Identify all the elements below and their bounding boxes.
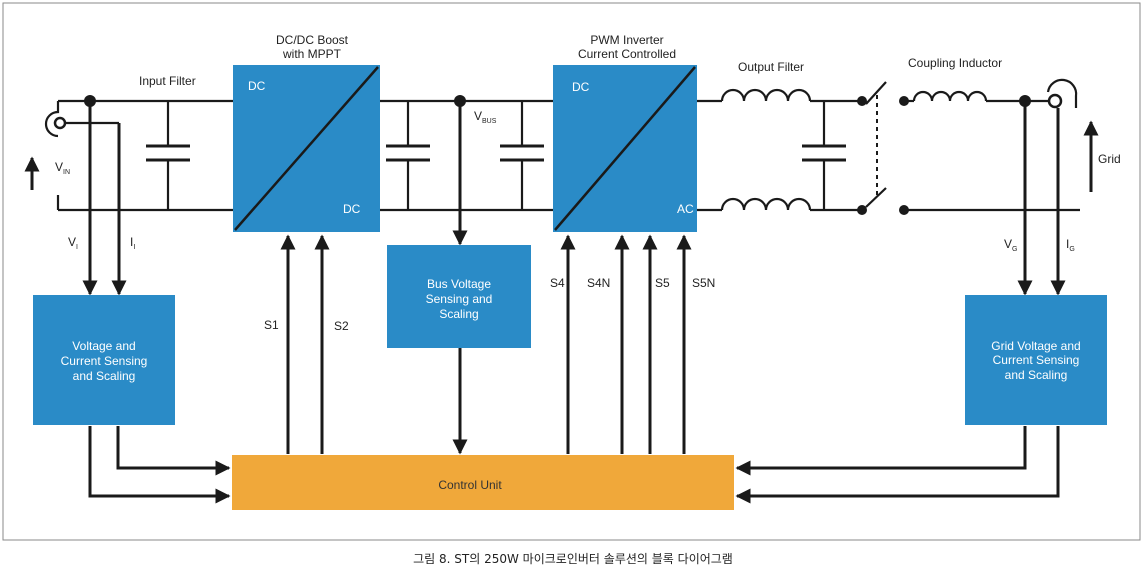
coupling-inductor-icon xyxy=(904,90,988,103)
grid-sensing-block: Grid Voltage and Current Sensing and Sca… xyxy=(965,295,1107,425)
vg-label: VG xyxy=(1004,237,1017,253)
input-filter-label: Input Filter xyxy=(139,74,196,88)
grid-sensing-line-1: Grid Voltage and xyxy=(991,339,1080,353)
vin-label: VIN xyxy=(55,160,70,176)
input-terminal-icon xyxy=(44,101,119,210)
bus-voltage-sensing-block: Bus Voltage Sensing and Scaling xyxy=(387,245,531,348)
dcdc-title-line-1: DC/DC Boost xyxy=(276,33,349,47)
input-sensing-block: Voltage and Current Sensing and Scaling xyxy=(33,295,175,425)
s5n-label: S5N xyxy=(692,276,715,290)
input-sensing-line-2: Current Sensing xyxy=(61,354,148,368)
bus-sensing-line-1: Bus Voltage xyxy=(427,277,491,291)
ig-label: IG xyxy=(1066,237,1075,253)
dcdc-title-line-2: with MPPT xyxy=(282,47,342,61)
vi-label: VI xyxy=(68,235,78,251)
output-filter-capacitor-icon xyxy=(802,101,846,210)
output-filter-inductor-bottom-icon xyxy=(720,197,812,211)
inverter-out-label: AC xyxy=(677,202,694,216)
control-unit-block: Control Unit xyxy=(232,455,734,510)
s2-label: S2 xyxy=(334,319,349,333)
coupling-inductor-label: Coupling Inductor xyxy=(908,56,1002,70)
dcdc-in-label: DC xyxy=(248,79,266,93)
dcdc-boost-block: DC DC xyxy=(233,65,380,232)
relay-switch-icon xyxy=(857,81,909,215)
input-sensing-line-1: Voltage and xyxy=(72,339,135,353)
figure-caption: 그림 8. ST의 250W 마이크로인버터 솔루션의 블록 다이어그램 xyxy=(413,552,733,566)
grid-terminal-icon xyxy=(1046,78,1078,109)
s4-label: S4 xyxy=(550,276,565,290)
inverter-in-label: DC xyxy=(572,80,590,94)
s1-label: S1 xyxy=(264,318,279,332)
signal-wires xyxy=(82,101,1066,504)
s4n-label: S4N xyxy=(587,276,610,290)
inverter-title-line-1: PWM Inverter xyxy=(590,33,663,47)
dcdc-out-label: DC xyxy=(343,202,361,216)
bus-capacitor-2-icon xyxy=(500,101,544,210)
bus-capacitor-1-icon xyxy=(386,101,430,210)
bus-sensing-line-3: Scaling xyxy=(439,307,478,321)
input-sensing-line-3: and Scaling xyxy=(73,369,136,383)
control-unit-label: Control Unit xyxy=(438,478,502,492)
output-filter-inductor-top-icon xyxy=(720,88,812,102)
bus-sensing-line-2: Sensing and xyxy=(426,292,493,306)
grid-label: Grid xyxy=(1098,152,1121,166)
vbus-label: VBUS xyxy=(474,109,497,125)
grid-sensing-line-3: and Scaling xyxy=(1005,368,1068,382)
diagram-frame xyxy=(2,2,1141,541)
s5-label: S5 xyxy=(655,276,670,290)
output-filter-label: Output Filter xyxy=(738,60,804,74)
grid-sensing-line-2: Current Sensing xyxy=(993,353,1080,367)
ii-label: II xyxy=(130,235,135,251)
inverter-title-line-2: Current Controlled xyxy=(578,47,676,61)
input-filter-capacitor-icon xyxy=(146,101,190,210)
pwm-inverter-block: DC AC xyxy=(553,65,697,232)
